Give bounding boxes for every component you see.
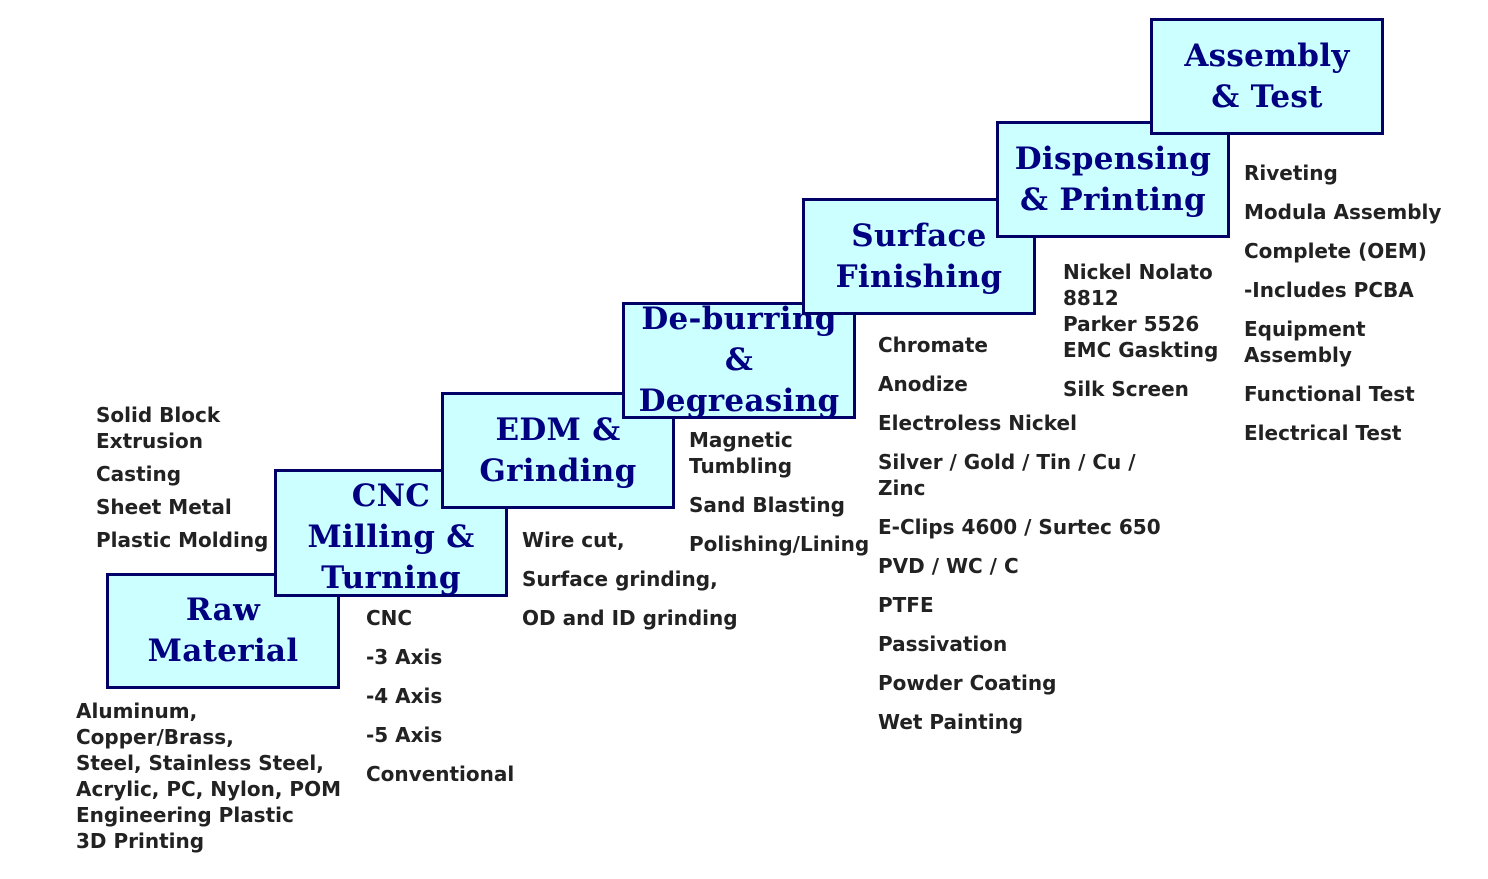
list-item: -3 Axis [366,645,443,669]
list-item: Casting [96,462,182,486]
list-item: Aluminum, [76,699,198,723]
list-item: Acrylic, PC, Nylon, POM [76,777,341,801]
list-item: Engineering Plastic [76,803,294,827]
list-item: -5 Axis [366,723,443,747]
list-item: Solid Block Extrusion [96,403,221,453]
step-assembly-test: Assembly & Test [1150,18,1384,135]
surface-finishing-options-list: Chromate Anodize Electroless Nickel Silv… [878,332,1178,748]
list-item: Electroless Nickel [878,411,1077,435]
list-item: -Includes PCBA [1244,278,1414,302]
list-item: Powder Coating [878,671,1057,695]
list-item: Wet Painting [878,710,1024,734]
list-item: Complete (OEM) [1244,239,1427,263]
list-item: -4 Axis [366,684,443,708]
step-title: De-burring & Degreasing [638,301,840,419]
assembly-options-list: Riveting Modula Assembly Complete (OEM) … [1244,160,1464,459]
list-item: Silk Screen [1063,377,1189,401]
list-item: Chromate [878,333,988,357]
list-item: Anodize [878,372,968,396]
list-item: Copper/Brass, [76,725,234,749]
list-item: OD and ID grinding [522,606,738,630]
list-item: Nickel Nolato 8812 Parker 5526 EMC Gaskt… [1063,260,1219,362]
step-title: Raw Material [147,592,299,669]
list-item: Electrical Test [1244,421,1402,445]
step-deburring-degreasing: De-burring & Degreasing [622,301,856,419]
list-item: Magnetic Tumbling [689,428,793,478]
list-item: 3D Printing [76,829,205,853]
list-item: Surface grinding, [522,567,718,591]
list-item: PVD / WC / C [878,554,1019,578]
step-title: Assembly & Test [1184,37,1350,115]
list-item: Plastic Molding [96,528,269,552]
raw-material-processes-list: Solid Block Extrusion Casting Sheet Meta… [96,402,286,560]
list-item: Modula Assembly [1244,200,1442,224]
step-dispensing-printing: Dispensing & Printing [996,121,1230,238]
list-item: E-Clips 4600 / Surtec 650 [878,515,1161,539]
list-item: Conventional [366,762,515,786]
dispensing-options-list: Nickel Nolato 8812 Parker 5526 EMC Gaskt… [1063,259,1233,415]
list-item: Passivation [878,632,1008,656]
list-item: Sheet Metal [96,495,232,519]
step-title: CNC Milling & Turning [307,478,475,596]
raw-material-types-list: Aluminum, Copper/Brass, Steel, Stainless… [76,698,356,854]
list-item: Wire cut, [522,528,625,552]
step-title: EDM & Grinding [479,411,637,489]
list-item: Riveting [1244,161,1338,185]
list-item: Steel, Stainless Steel, [76,751,324,775]
cnc-options-list: CNC -3 Axis -4 Axis -5 Axis Conventional [366,605,526,800]
step-title: Dispensing & Printing [1014,140,1212,218]
list-item: Polishing/Lining [689,532,870,556]
list-item: Sand Blasting [689,493,845,517]
list-item: PTFE [878,593,934,617]
list-item: CNC [366,606,413,630]
deburring-options-list: Magnetic Tumbling Sand Blasting Polishin… [689,427,879,570]
edm-options-list: Wire cut, Surface grinding, OD and ID gr… [522,527,752,644]
list-item: Equipment Assembly [1244,317,1366,367]
list-item: Functional Test [1244,382,1415,406]
step-title: Surface Finishing [835,217,1003,295]
list-item: Silver / Gold / Tin / Cu / Zinc [878,450,1136,500]
